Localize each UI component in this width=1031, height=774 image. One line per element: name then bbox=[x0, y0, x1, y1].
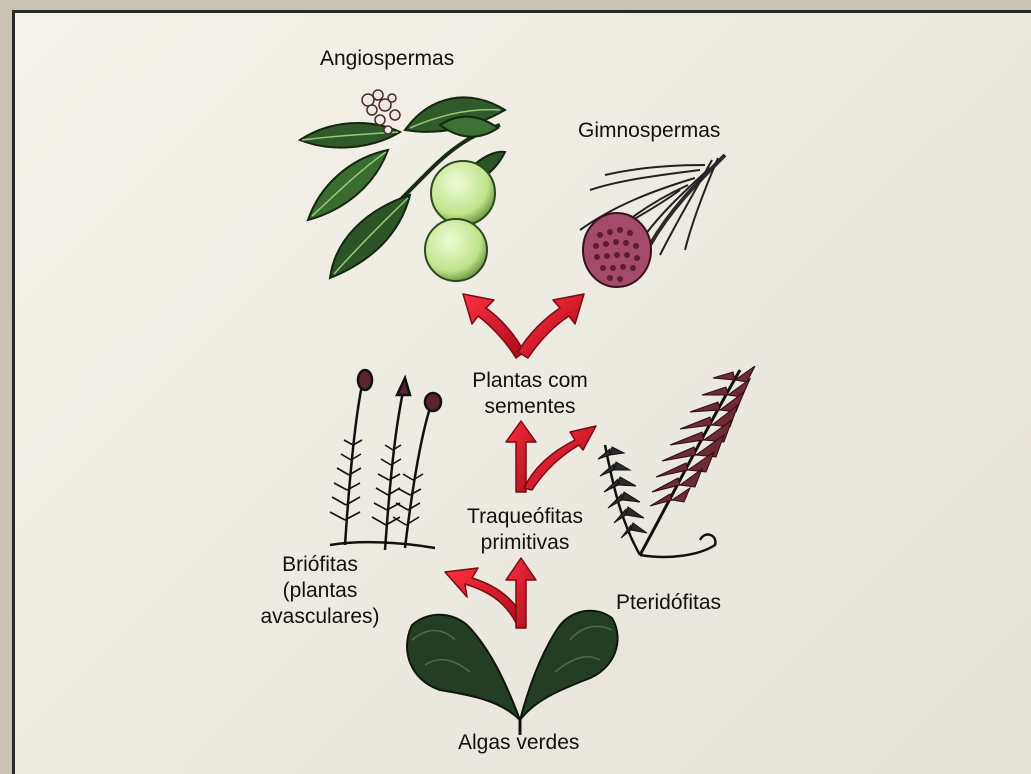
label-briofitas-line2: (plantas bbox=[255, 578, 385, 604]
label-briofitas-line1: Briófitas bbox=[255, 552, 385, 578]
label-plantas-com-sementes-line1: Plantas com bbox=[460, 368, 600, 394]
label-gimnospermas: Gimnospermas bbox=[578, 118, 720, 144]
label-briofitas-line3: avasculares) bbox=[255, 604, 385, 630]
label-briofitas: Briófitas (plantas avasculares) bbox=[255, 552, 385, 630]
label-pteridofitas: Pteridófitas bbox=[616, 590, 721, 616]
label-angiospermas: Angiospermas bbox=[320, 46, 454, 72]
label-traqueofitas-line1: Traqueófitas bbox=[455, 504, 595, 530]
arrow-algae-to-tracheophytes bbox=[506, 558, 536, 628]
gymnosperm-branch-icon bbox=[580, 155, 725, 287]
arrow-tracheophytes-to-pteridophytes bbox=[524, 426, 596, 490]
label-traqueofitas-primitivas: Traqueófitas primitivas bbox=[455, 504, 595, 556]
moss-icon bbox=[330, 370, 441, 550]
arrow-seed-plants-to-gymnosperms bbox=[518, 294, 584, 358]
fern-icon bbox=[598, 366, 755, 557]
evolution-arrows bbox=[445, 294, 596, 628]
angiosperm-plant-icon bbox=[300, 90, 505, 281]
label-traqueofitas-line2: primitivas bbox=[455, 530, 595, 556]
label-plantas-com-sementes-line2: sementes bbox=[460, 394, 600, 420]
arrow-seed-plants-to-angiosperms bbox=[463, 294, 524, 358]
label-plantas-com-sementes: Plantas com sementes bbox=[460, 368, 600, 420]
label-algas-verdes: Algas verdes bbox=[458, 730, 579, 756]
green-algae-icon bbox=[407, 611, 618, 735]
